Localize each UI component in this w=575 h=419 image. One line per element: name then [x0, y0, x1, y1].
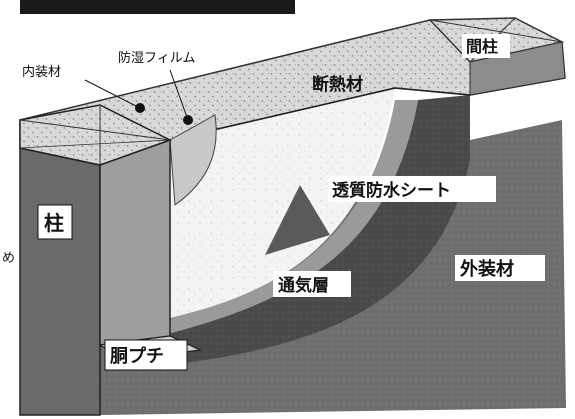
title-bar-remnant	[20, 0, 295, 14]
post-label: 柱	[44, 211, 64, 235]
post-top	[19, 104, 172, 166]
post-cross-line-1	[19, 119, 171, 141]
leader-interior-finish	[84, 79, 141, 109]
fire-stop-label-box	[104, 339, 188, 371]
ventilation-layer-region	[160, 95, 470, 365]
stud-front-face	[469, 41, 566, 96]
vapor-barrier-fan	[169, 114, 217, 206]
post-label-box	[37, 204, 73, 240]
stud-label: 間柱	[466, 37, 498, 56]
post-right-face	[99, 138, 171, 346]
post-cross-line-3	[19, 139, 171, 149]
exterior-finish-label-box	[455, 255, 545, 281]
breathable-sheet-label-box	[328, 176, 496, 202]
fire-stop-label: 胴プチ	[110, 345, 164, 367]
side-char-label: め	[2, 251, 15, 266]
insulation-region	[170, 88, 395, 318]
airflow-arrow-icon	[265, 185, 330, 255]
exterior-finish-label: 外装材	[460, 258, 514, 280]
interior-finish-label: 内装材	[22, 64, 61, 80]
stud-cross-line-1	[429, 19, 563, 43]
insulation-label: 断熱材	[312, 74, 363, 95]
ventilation-layer-label-box	[273, 271, 351, 297]
breathable-sheet-label: 透質防水シート	[332, 180, 451, 201]
stud-label-box	[462, 34, 510, 58]
leader-vapor-barrier	[169, 69, 189, 121]
vapor-barrier-label: 防湿フィルム	[118, 50, 195, 66]
ventilation-layer-label: 通気層	[278, 275, 329, 296]
post-left-face	[19, 147, 101, 416]
